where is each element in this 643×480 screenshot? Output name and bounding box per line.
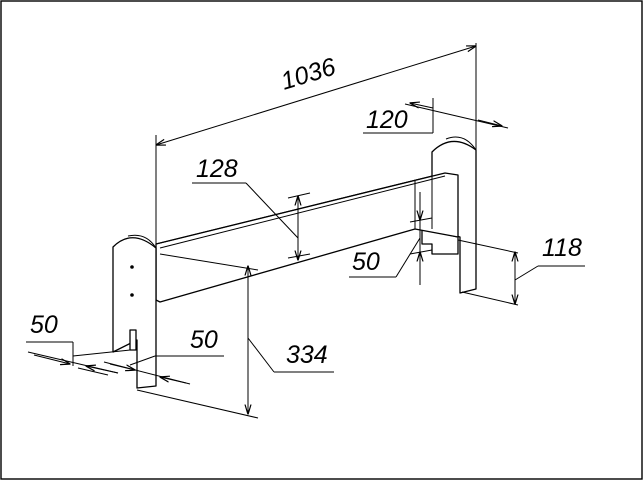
- label-128: 128: [196, 155, 238, 183]
- label-1036: 1036: [278, 53, 339, 96]
- label-50-gap: 50: [352, 248, 380, 276]
- dimension-overall-length: 1036: [156, 43, 476, 244]
- label-120: 120: [366, 106, 408, 134]
- label-50-foot-width: 50: [30, 311, 58, 339]
- dimension-total-height: 334: [136, 253, 334, 419]
- dowel-hole: [130, 265, 134, 269]
- label-118: 118: [542, 234, 582, 262]
- dimension-foot-depth: 50: [103, 326, 224, 385]
- dimension-leg-height: 118: [457, 234, 585, 306]
- dimension-foot-width: 50: [26, 311, 131, 376]
- dimension-post-thickness: 120: [363, 98, 509, 134]
- dowel-hole: [130, 293, 134, 297]
- front-post: [112, 234, 157, 389]
- label-50-foot-depth: 50: [190, 326, 218, 354]
- side-rail: [155, 172, 459, 303]
- dimension-slat-gap: 50: [349, 192, 433, 285]
- dimension-rail-height: 128: [192, 155, 311, 260]
- label-334: 334: [286, 341, 328, 369]
